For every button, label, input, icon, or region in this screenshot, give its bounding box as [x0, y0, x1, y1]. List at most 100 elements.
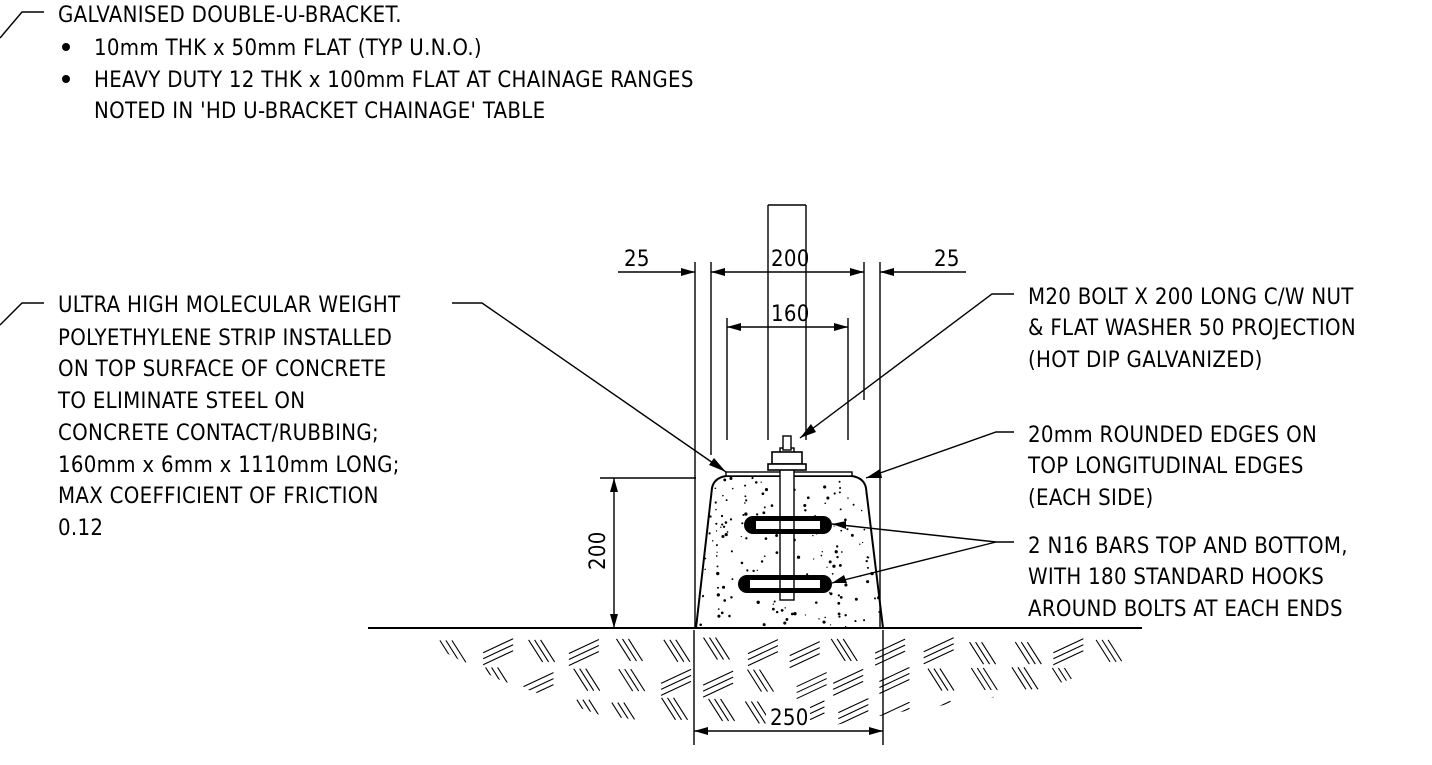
- concrete-speck: [761, 492, 765, 496]
- hatch-stroke: [675, 639, 691, 663]
- hatch-stroke: [628, 638, 643, 662]
- concrete-speck: [783, 621, 787, 625]
- arrowhead: [709, 458, 726, 472]
- arrowhead: [800, 424, 816, 438]
- concrete-speck: [832, 564, 836, 568]
- dim-left-gap: 25: [624, 247, 650, 272]
- hatch-stroke: [622, 638, 637, 662]
- hatch-stroke: [715, 637, 730, 660]
- hatch-stroke: [1020, 641, 1036, 665]
- dim-right-gap: 25: [934, 247, 960, 272]
- hatch-stroke: [923, 637, 954, 653]
- concrete-speck: [821, 550, 823, 553]
- hatch-stroke: [611, 702, 627, 725]
- concrete-speck: [700, 539, 703, 542]
- concrete-speck: [839, 486, 842, 490]
- arrowhead: [727, 323, 741, 331]
- concrete-speck: [829, 624, 832, 626]
- concrete-speck: [742, 513, 745, 516]
- hatch-stroke: [1014, 641, 1030, 665]
- concrete-speck: [804, 509, 807, 512]
- concrete-speck: [740, 561, 744, 565]
- hatch-stroke: [1017, 667, 1033, 690]
- base-dimension: 250: [693, 630, 884, 745]
- concrete-speck: [715, 555, 718, 557]
- concrete-speck: [828, 560, 832, 564]
- hatch-stroke: [579, 668, 595, 691]
- ground: [368, 627, 1142, 728]
- concrete-speck: [716, 593, 720, 597]
- concrete-speck: [728, 614, 731, 618]
- hatch-stroke: [528, 639, 544, 663]
- hatch-stroke: [482, 638, 514, 654]
- concrete-speck: [833, 492, 836, 495]
- concrete-speck: [866, 566, 869, 569]
- hatch-stroke: [623, 702, 639, 725]
- hatch-stroke: [1094, 671, 1110, 694]
- hatch-stroke: [437, 675, 468, 691]
- arrowhead: [850, 268, 864, 276]
- hatch-stroke: [585, 668, 601, 691]
- hatch-stroke: [1051, 667, 1067, 691]
- hatch-stroke: [789, 653, 820, 669]
- hatch-stroke: [492, 700, 508, 724]
- concrete-speck: [785, 618, 789, 621]
- concrete-speck: [850, 533, 854, 537]
- hatch-stroke: [568, 645, 600, 661]
- concrete-speck: [726, 531, 729, 533]
- concrete-speck: [711, 540, 714, 542]
- concrete-speck: [843, 581, 846, 583]
- hatch-stroke: [1023, 667, 1039, 690]
- concrete-speck: [796, 555, 801, 559]
- hatch-stroke: [927, 668, 943, 691]
- hatch-stroke: [1011, 697, 1027, 720]
- left-note-line: 160mm x 6mm x 1110mm LONG;: [58, 453, 400, 478]
- top-note-bullet-1: 10mm THK x 50mm FLAT (TYP U.N.O.): [94, 36, 482, 61]
- bolt-leader: [799, 293, 1014, 439]
- concrete-speck: [723, 478, 727, 482]
- concrete-speck: [720, 611, 724, 615]
- bolt-washer: [767, 463, 807, 471]
- hatch-stroke: [523, 672, 554, 688]
- hatch-stroke: [832, 674, 864, 690]
- hatch-stroke: [1011, 667, 1027, 690]
- hatch-stroke: [747, 639, 779, 655]
- concrete-speck: [775, 551, 779, 555]
- concrete-speck: [760, 481, 762, 483]
- concrete-speck: [764, 488, 769, 492]
- concrete-speck: [860, 575, 862, 577]
- concrete-speck: [731, 578, 734, 581]
- hatch-stroke: [482, 644, 514, 660]
- concrete-speck: [731, 487, 734, 490]
- concrete-speck: [716, 551, 718, 553]
- hatch-stroke: [673, 697, 688, 721]
- hatch-stroke: [523, 699, 555, 715]
- hatch-stroke: [1068, 697, 1084, 720]
- top-dimensions: 25 200 25 160: [618, 247, 966, 331]
- concrete-speck: [716, 571, 720, 576]
- hatch-stroke: [534, 639, 550, 663]
- left-note-line: CONCRETE CONTACT/RUBBING;: [58, 421, 379, 446]
- concrete-speck: [744, 502, 746, 504]
- concrete-speck: [876, 554, 879, 556]
- concrete-speck: [826, 566, 828, 568]
- hatch-stroke: [753, 669, 768, 692]
- hatch-stroke: [451, 640, 467, 663]
- concrete-speck: [790, 612, 794, 616]
- hatch-stroke: [439, 640, 455, 663]
- concrete-speck: [838, 480, 841, 483]
- concrete-speck: [837, 594, 841, 597]
- hatch-stroke: [981, 641, 997, 665]
- arrowhead: [694, 727, 708, 735]
- concrete-speck: [780, 608, 784, 612]
- hatch-stroke: [963, 708, 995, 724]
- hatch-stroke: [702, 676, 734, 692]
- concrete-speck: [755, 513, 759, 516]
- concrete-speck: [751, 476, 754, 480]
- arrowhead: [866, 469, 882, 478]
- hatch-stroke: [744, 701, 760, 724]
- hatch-stroke: [923, 649, 954, 665]
- concrete-speck: [863, 619, 866, 622]
- concrete-speck: [803, 503, 807, 507]
- hatch-stroke: [1106, 671, 1122, 694]
